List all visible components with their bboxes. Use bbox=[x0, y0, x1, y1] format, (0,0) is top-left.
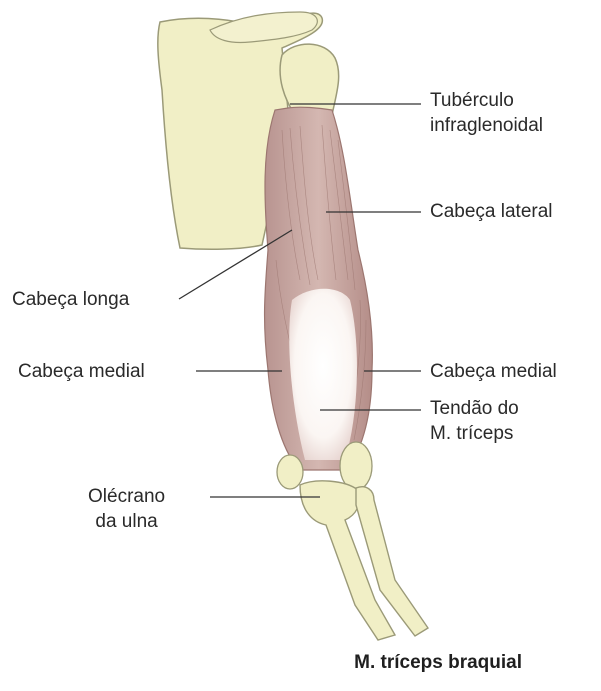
label-olecrano-line2: da ulna bbox=[88, 509, 165, 534]
label-cabeca-lateral: Cabeça lateral bbox=[430, 199, 553, 224]
medial-epicondyle bbox=[277, 455, 303, 489]
lateral-epicondyle bbox=[340, 442, 372, 490]
label-cabeca-medial-left: Cabeça medial bbox=[18, 359, 145, 384]
triceps-tendon bbox=[289, 289, 357, 460]
label-tendao: Tendão do M. tríceps bbox=[430, 396, 519, 446]
label-cabeca-longa: Cabeça longa bbox=[12, 287, 129, 312]
label-olecrano-line1: Olécrano bbox=[88, 484, 165, 509]
label-tendao-line1: Tendão do bbox=[430, 396, 519, 421]
label-tendao-line2: M. tríceps bbox=[430, 421, 519, 446]
label-tuberculo: Tubérculo infraglenoidal bbox=[430, 88, 543, 138]
label-tuberculo-line2: infraglenoidal bbox=[430, 113, 543, 138]
figure-caption-text: M. tríceps braquial bbox=[354, 652, 522, 674]
label-tuberculo-line1: Tubérculo bbox=[430, 88, 543, 113]
figure-caption: M. tríceps braquial bbox=[0, 652, 601, 674]
label-olecrano: Olécrano da ulna bbox=[88, 484, 165, 534]
label-cabeca-medial-right: Cabeça medial bbox=[430, 359, 557, 384]
